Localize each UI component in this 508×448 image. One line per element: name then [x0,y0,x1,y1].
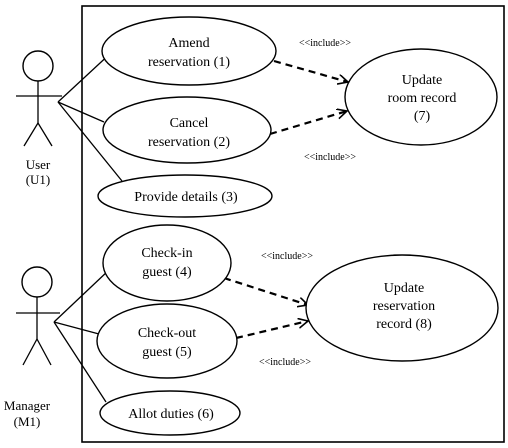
association-user-provide [57,101,123,182]
use-case-provide-details: Provide details (3) [97,174,273,218]
use-case-check-in-guest: Check-in guest (4) [102,224,232,302]
include-arrow-cancel-update-room [269,111,347,136]
use-case-update-reservation-record: Update reservation record (8) [305,254,499,362]
cancel-reservation-line-1: Cancel [170,116,209,131]
association-user-cancel [57,101,105,123]
check-out-guest-line-2: guest (5) [142,345,192,360]
manager-actor: Manager (M1) [4,266,60,429]
allot-duties-line-1: Allot duties (6) [128,407,214,422]
include-label-4: <<include>> [259,357,311,368]
user-actor-name: User [26,157,51,172]
provide-details-line-1: Provide details (3) [134,190,238,205]
user-actor: User (U1) [16,50,62,187]
include-arrow-checkout-update-reservation [235,321,308,340]
update-room-record-line-3: (7) [414,109,431,124]
check-out-guest-line-1: Check-out [138,326,196,341]
amend-reservation-line-2: reservation (1) [148,55,230,70]
use-case-cancel-reservation: Cancel reservation (2) [102,96,272,164]
use-case-update-room-record: Update room record (7) [344,48,498,146]
update-reservation-record-line-3: record (8) [376,317,432,332]
system-boundary [81,5,505,443]
use-case-allot-duties: Allot duties (6) [99,390,241,436]
amend-reservation-line-1: Amend [168,36,209,51]
manager-actor-name: Manager [4,398,51,413]
user-actor-head [22,50,54,82]
include-label-2: <<include>> [304,152,356,163]
include-arrow-checkin-update-reservation [223,276,308,305]
use-case-amend-reservation: Amend reservation (1) [101,16,277,86]
update-reservation-record-line-2: reservation [373,299,435,314]
association-manager-checkout [53,321,100,335]
include-label-3: <<include>> [261,251,313,262]
check-in-guest-line-2: guest (4) [142,265,192,280]
use-case-check-out-guest: Check-out guest (5) [96,303,238,379]
manager-actor-id: (M1) [14,414,41,429]
update-room-record-line-2: room record [388,91,457,106]
association-manager-checkin [53,269,110,323]
update-room-record-line-1: Update [402,73,442,88]
association-manager-allot [53,321,107,403]
manager-actor-head [21,266,53,298]
update-reservation-record-line-1: Update [384,281,424,296]
include-arrow-amend-update-room [273,59,348,82]
check-in-guest-line-1: Check-in [141,246,192,261]
user-actor-id: (U1) [26,172,51,187]
cancel-reservation-line-2: reservation (2) [148,135,230,150]
include-label-1: <<include>> [299,38,351,49]
